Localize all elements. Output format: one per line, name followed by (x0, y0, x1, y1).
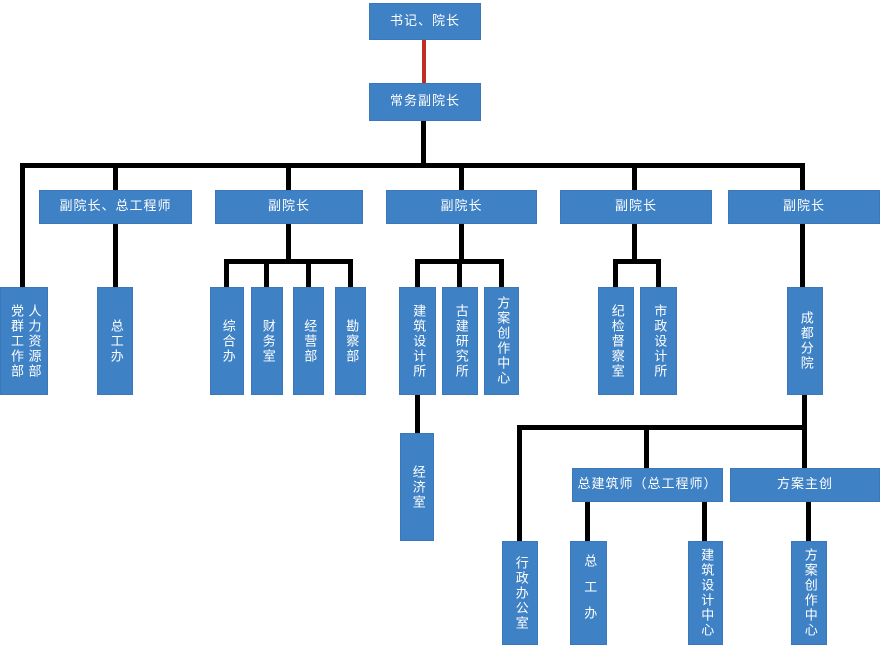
node-general-office: 综合办 (210, 287, 244, 395)
node-business-dept: 经营部 (293, 287, 324, 395)
connector-line (613, 259, 618, 288)
connector-line (644, 425, 649, 469)
connector-line (702, 501, 707, 542)
node-scheme-creation-center: 方案创作中心 (484, 287, 519, 395)
connector-line (459, 223, 464, 264)
node-economy-office: 经济室 (400, 433, 434, 541)
node-vice-dean-4: 副院长 (560, 190, 712, 224)
connector-line (286, 163, 291, 191)
node-vice-dean-3: 副院长 (386, 190, 537, 224)
connector-line (459, 163, 464, 191)
node-finance-office: 财务室 (251, 287, 283, 395)
node-party-mass-hr-dept: 党群工作部 人力资源部 (0, 287, 48, 395)
connector-line (224, 259, 353, 264)
connector-line (113, 163, 118, 191)
node-exec-vice-dean: 常务副院长 (369, 83, 481, 121)
node-chief-engineer-office: 总工办 (97, 287, 133, 395)
node-chengdu-branch: 成都分院 (787, 287, 823, 395)
connector-line (656, 259, 661, 288)
connector-line (800, 163, 805, 191)
connector-line (802, 425, 807, 469)
connector-red-top (422, 40, 426, 83)
connector-line (613, 259, 661, 264)
node-ancient-architecture-institute: 古建研究所 (442, 287, 478, 395)
connector-line (457, 259, 462, 288)
node-admin-office: 行政办公室 (502, 541, 538, 645)
node-architecture-design-center: 建筑设计中心 (688, 541, 723, 645)
node-discipline-inspection-office: 纪检督察室 (598, 287, 634, 395)
node-survey-dept: 勘察部 (335, 287, 366, 395)
connector-main-rail (20, 163, 805, 168)
node-scheme-lead: 方案主创 (730, 468, 880, 502)
node-vice-dean-2: 副院长 (215, 190, 363, 224)
connector-line (286, 223, 291, 264)
connector-line (517, 425, 522, 542)
connector-line (806, 501, 811, 542)
connector-line (113, 223, 118, 288)
connector-line (348, 259, 353, 288)
connector-line (800, 223, 805, 288)
connector-line (415, 259, 420, 288)
node-vice-dean-chief-engineer: 副院长、总工程师 (39, 190, 192, 224)
connector-line (802, 394, 807, 430)
node-vice-dean-5: 副院长 (728, 190, 880, 224)
node-municipal-design-institute: 市政设计所 (640, 287, 677, 395)
connector-line (632, 163, 637, 191)
connector-line (306, 259, 311, 288)
connector-line (415, 394, 420, 434)
node-chengdu-chief-engineer-office: 总工办 (570, 541, 607, 645)
connector-line (20, 163, 25, 287)
connector-line (421, 121, 426, 166)
connector-line (632, 223, 637, 264)
connector-line (499, 259, 504, 288)
node-chengdu-scheme-creation-center: 方案创作中心 (791, 541, 827, 645)
node-chief-architect: 总建筑师（总工程师） (572, 468, 723, 502)
connector-chengdu-rail (517, 425, 807, 430)
connector-line (224, 259, 229, 288)
node-architecture-design-institute: 建筑设计所 (399, 287, 436, 395)
connector-line (585, 501, 590, 542)
connector-line (264, 259, 269, 288)
node-secretary-dean: 书记、院长 (369, 3, 481, 40)
